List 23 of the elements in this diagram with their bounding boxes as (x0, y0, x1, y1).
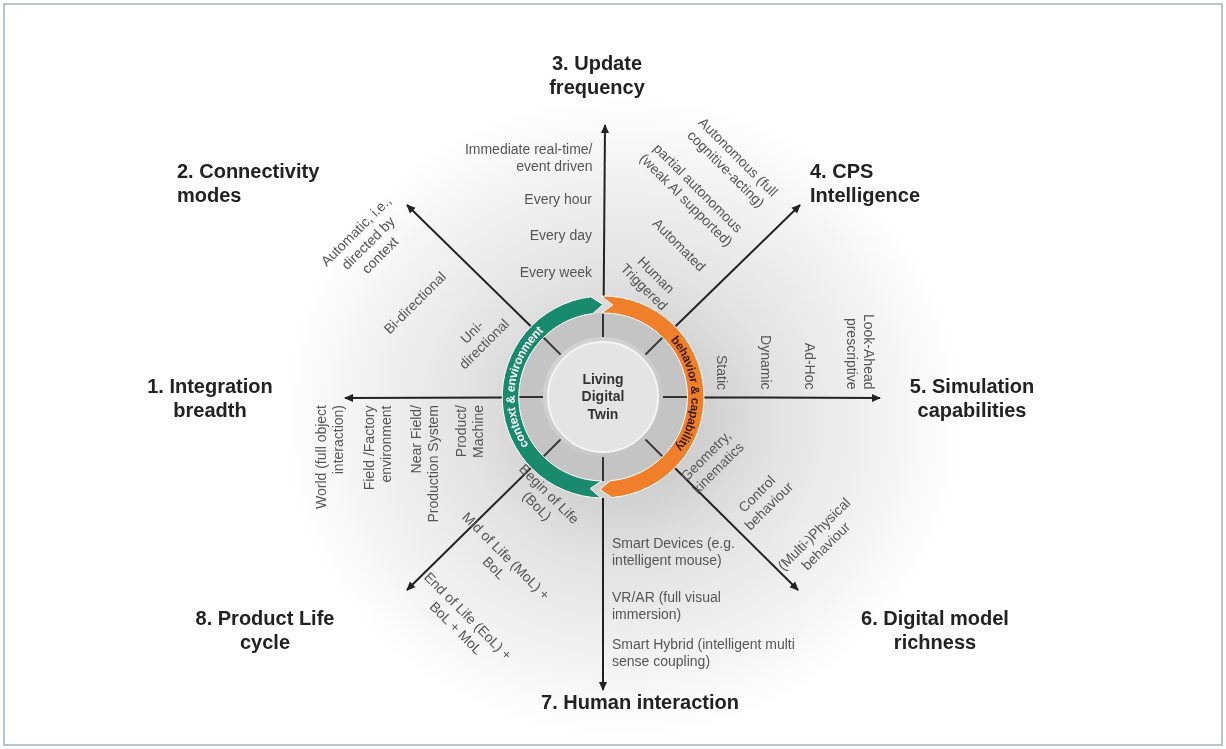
level-label: Dynamic (757, 334, 775, 390)
axis-title: 2. Connectivity modes (177, 159, 321, 207)
level-label: Every week (518, 263, 592, 281)
level-label: Product/ Machine (453, 405, 487, 460)
center-title: Living Digital Twin (580, 370, 626, 424)
axis-title: 4. CPS Intelligence (810, 159, 922, 207)
axis-title: 3. Update frequency (548, 51, 646, 99)
level-label: Smart Hybrid (intelligent multi sense coupling) (612, 636, 796, 670)
axis-title: 1. Integration breadth (146, 374, 274, 422)
level-label: VR/AR (full visual immersion) (612, 589, 722, 623)
axis-title: 6. Digital model richness (860, 606, 1010, 654)
level-label: Field /Factory environment (361, 405, 395, 493)
level-label: Smart Devices (e.g. intelligent mouse) (612, 535, 736, 569)
level-label: Look-Ahead prescriptive (843, 313, 877, 390)
axis-title: 5. Simulation capabilities (908, 374, 1036, 422)
level-label: Static (713, 354, 731, 390)
level-label: Immediate real-time/ event driven (463, 141, 593, 175)
level-label: Every hour (523, 190, 592, 208)
level-label: Every day (528, 226, 592, 244)
level-label: Ad-Hoc (801, 341, 819, 390)
axis-title: 8. Product Life cycle (194, 606, 336, 654)
axis-title: 7. Human interaction (540, 690, 740, 714)
level-label: World (full object interaction) (313, 405, 347, 511)
